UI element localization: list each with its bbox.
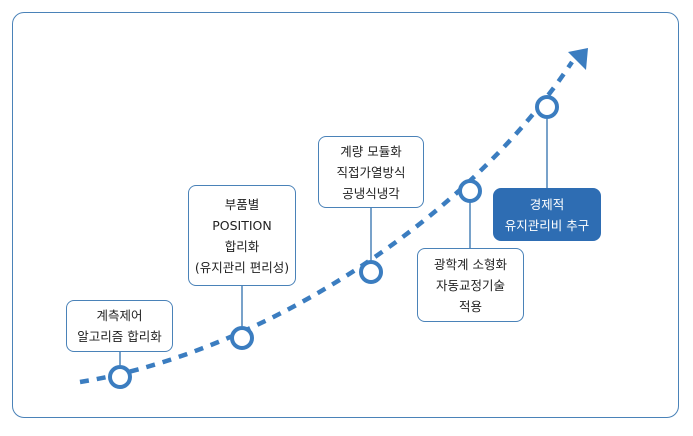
step-4-line-3: 적용	[458, 298, 482, 314]
step-4-line-1: 광학계 소형화	[434, 256, 507, 272]
step-3-line-1: 계량 모듈화	[340, 143, 402, 159]
step-box-1: 계측제어 알고리즘 합리화	[66, 300, 173, 352]
step-node	[108, 365, 132, 389]
step-2-line-2: POSITION	[212, 217, 272, 233]
step-box-2: 부품별 POSITION 합리화 (유지관리 편리성)	[188, 185, 296, 286]
step-1-line-1: 계측제어	[96, 308, 143, 323]
diagram-frame	[12, 12, 679, 418]
step-4-line-2: 자동교정기술	[435, 277, 505, 293]
arrow-head	[568, 48, 588, 70]
step-2-line-1: 부품별	[224, 196, 260, 212]
step-3-line-2: 직접가열방식	[336, 164, 406, 180]
step-1-line-2: 알고리즘 합리화	[77, 329, 162, 344]
growth-curve	[79, 60, 574, 385]
step-3-line-3: 공냉식냉각	[342, 185, 400, 201]
step-2-line-4: (유지관리 편리성)	[194, 259, 290, 275]
step-5-line-2: 유지관리비 추구	[504, 217, 590, 233]
step-5-line-1: 경제적	[529, 196, 565, 212]
step-node	[230, 326, 254, 350]
step-node	[458, 179, 482, 203]
step-box-4: 광학계 소형화 자동교정기술 적용	[417, 248, 524, 322]
step-box-3: 계량 모듈화 직접가열방식 공냉식냉각	[318, 136, 424, 208]
step-node	[535, 95, 559, 119]
step-2-line-3: 합리화	[224, 238, 260, 254]
step-box-5-goal: 경제적 유지관리비 추구	[493, 188, 601, 241]
step-node	[359, 260, 383, 284]
